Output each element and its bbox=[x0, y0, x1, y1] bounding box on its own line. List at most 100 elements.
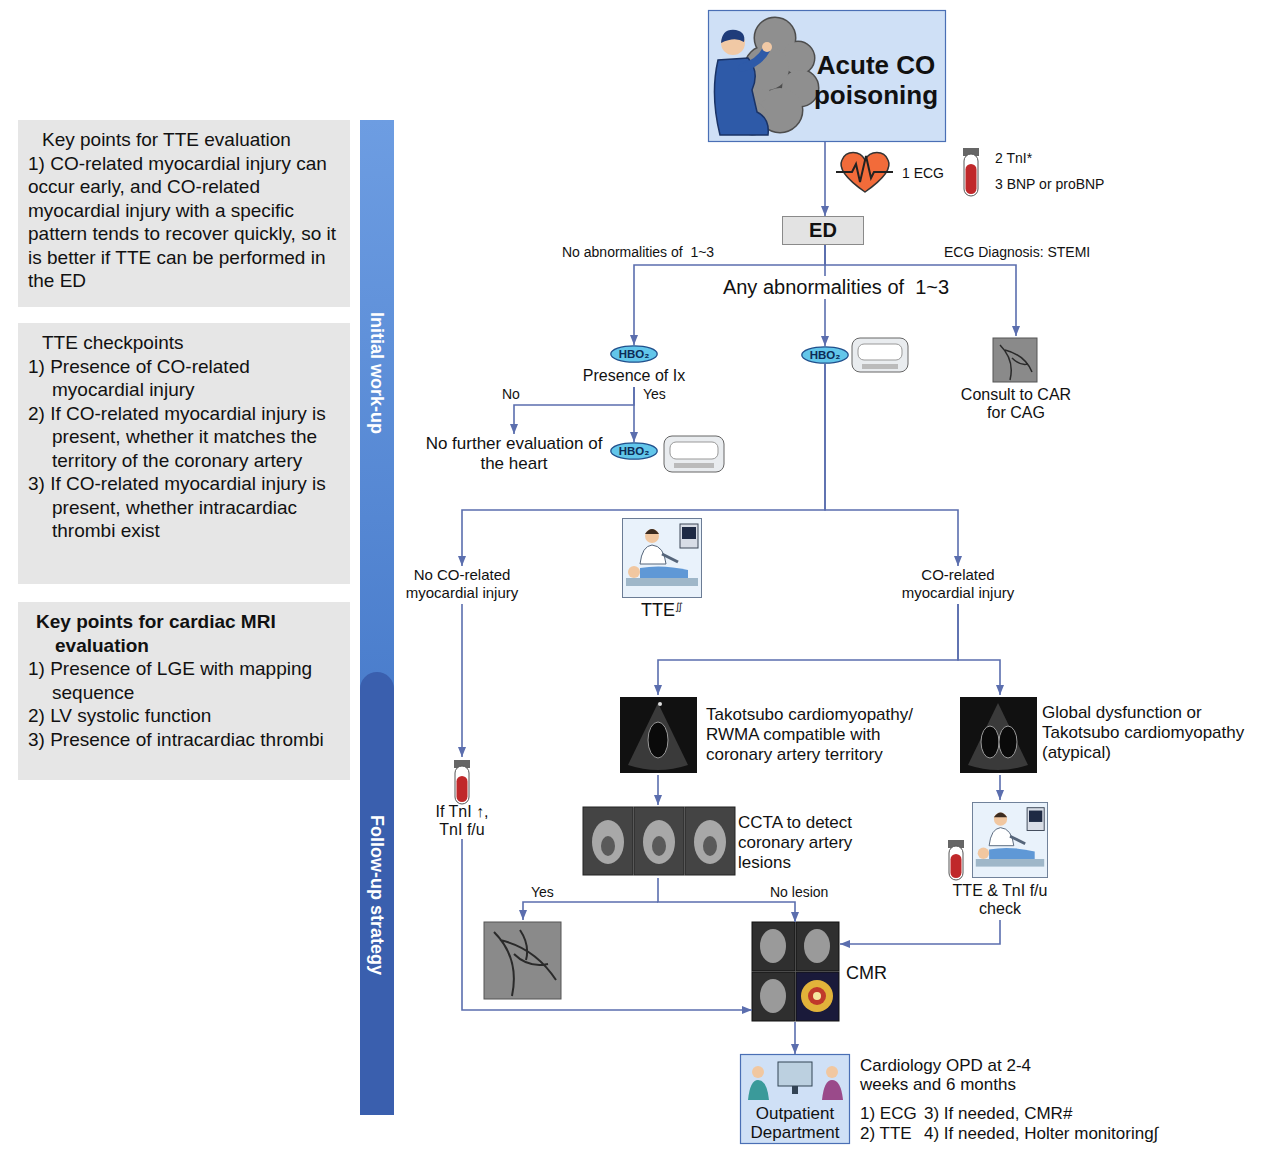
node-text: Key points for TTE evaluation bbox=[28, 128, 340, 152]
start-box: Acute CO poisoning bbox=[708, 10, 946, 142]
ecg-icon bbox=[836, 153, 893, 193]
cmr-image bbox=[752, 922, 795, 971]
cmr-image bbox=[760, 979, 786, 1013]
angiogram-image bbox=[484, 922, 561, 999]
key-points-panel: Key points for TTE evaluation1) CO-relat… bbox=[18, 120, 350, 307]
flow-arrow bbox=[794, 1022, 796, 1054]
cmr-image bbox=[752, 922, 839, 1021]
cmr-image bbox=[804, 929, 830, 963]
angiogram-image bbox=[484, 922, 561, 999]
echo-image bbox=[620, 697, 697, 773]
poisoned-person bbox=[721, 30, 744, 43]
test-node: TTE∬ bbox=[620, 518, 704, 620]
hbo2-oval: HBO₂ bbox=[801, 346, 849, 364]
branch-line bbox=[523, 902, 658, 920]
node-text: 3) If needed, CMR# bbox=[924, 1104, 1072, 1123]
key-points-panel: Key points for cardiac MRI evaluation1) … bbox=[18, 602, 350, 780]
echo-image bbox=[620, 697, 697, 773]
ccta-image bbox=[601, 836, 615, 856]
hyperbaric-chamber bbox=[664, 436, 724, 472]
node-text: 1) Presence of LGE with mapping sequence bbox=[28, 657, 340, 704]
hyperbaric-chamber bbox=[862, 364, 898, 369]
finding-node: Global dysfunction or Takotsubo cardiomy… bbox=[958, 695, 1263, 775]
node-text: CMR bbox=[846, 962, 887, 984]
note-label: Yes bbox=[529, 884, 556, 900]
outpatient-icon bbox=[778, 1062, 812, 1086]
outpatient-box-fill bbox=[741, 1055, 850, 1144]
node-text: No CO-related myocardial injury bbox=[400, 566, 524, 602]
node-text: No further evaluation of the heart bbox=[420, 434, 608, 474]
note-label: 2 TnI* bbox=[993, 150, 1034, 166]
outpatient-icon bbox=[792, 1086, 798, 1094]
flow-arrow bbox=[958, 604, 1000, 695]
node-text: Global dysfunction or Takotsubo cardiomy… bbox=[1042, 703, 1259, 763]
finding-node: Takotsubo cardiomyopathy/ RWMA compatibl… bbox=[618, 695, 921, 775]
blood-tube bbox=[964, 154, 978, 196]
node-text: 1) Presence of CO-related myocardial inj… bbox=[28, 355, 340, 402]
node-text: Takotsubo cardiomyopathy/ RWMA compatibl… bbox=[706, 705, 921, 765]
flow-arrow bbox=[514, 387, 634, 434]
flow-arrow bbox=[657, 775, 659, 805]
node-text: 2) TTE bbox=[860, 1124, 912, 1143]
outpatient-icon bbox=[752, 1066, 764, 1078]
node-text: Key points for cardiac MRI evaluation bbox=[28, 610, 340, 657]
ccta-image bbox=[583, 807, 735, 875]
blood-tube bbox=[951, 854, 962, 878]
node-text: 1) CO-related myocardial injury can occu… bbox=[28, 152, 340, 293]
phase-bar: Initial work-up bbox=[360, 120, 394, 700]
node-text: ∬ bbox=[675, 601, 683, 612]
poisoned-person bbox=[714, 30, 772, 135]
edge-label: Yes bbox=[641, 386, 668, 402]
angiogram-image bbox=[494, 930, 556, 996]
blood-tube bbox=[948, 840, 964, 880]
angiogram-image bbox=[993, 338, 1037, 382]
node-text: Follow-up strategy bbox=[366, 815, 388, 975]
outpatient-icon bbox=[748, 1080, 769, 1100]
hyperbaric-chamber bbox=[852, 338, 908, 372]
result-box: CO-related myocardial injury bbox=[896, 566, 1020, 604]
node-text: CCTA to detect coronary artery lesions bbox=[738, 813, 864, 873]
edge-label: No bbox=[500, 386, 522, 402]
ccta-image bbox=[643, 820, 675, 864]
hyperbaric-chamber bbox=[670, 442, 718, 459]
hyperbaric-chamber bbox=[664, 436, 724, 472]
node-text: HBO₂ bbox=[610, 442, 658, 460]
echo-image bbox=[960, 697, 1037, 773]
flow-arrow bbox=[658, 604, 958, 695]
hbo2-oval: HBO₂Presence of Ix bbox=[610, 345, 658, 363]
echo-image bbox=[648, 722, 668, 758]
node-text: 3) If CO-related myocardial injury is pr… bbox=[28, 472, 340, 543]
flow-arrow bbox=[840, 920, 1000, 944]
poisoned-person bbox=[762, 42, 772, 52]
ccta-image bbox=[685, 807, 735, 875]
process-box: ED bbox=[782, 216, 864, 245]
echo-image bbox=[658, 702, 662, 706]
echo-image bbox=[968, 703, 1028, 770]
hyperbaric-chamber bbox=[858, 344, 902, 360]
oval-shape bbox=[611, 346, 657, 362]
cmr-image bbox=[760, 929, 786, 963]
blood-tube bbox=[966, 164, 977, 194]
outpatient-icon bbox=[826, 1066, 838, 1078]
node-text: If TnI ↑, TnI f/u bbox=[424, 803, 500, 839]
node-text: ED bbox=[783, 217, 863, 244]
flow-arrow bbox=[633, 387, 635, 442]
ccta-image bbox=[652, 836, 666, 856]
end-text: No further evaluation of the heart bbox=[420, 434, 608, 478]
node-text: 1) ECG bbox=[860, 1104, 917, 1123]
node-text: TTE checkpoints bbox=[28, 331, 340, 355]
node-text: Cardiology OPD at 2-4 weeks and 6 months bbox=[860, 1056, 1070, 1094]
flow-arrow bbox=[999, 775, 1001, 800]
flow-arrow bbox=[461, 604, 463, 757]
ccta-image bbox=[703, 836, 717, 856]
node-text: 4) If needed, Holter monitoring∫ bbox=[924, 1124, 1158, 1143]
node-text: Outpatient Department bbox=[740, 1104, 850, 1142]
imaging-node: CCTA to detect coronary artery lesions bbox=[580, 805, 866, 878]
cmr-image bbox=[801, 980, 833, 1012]
flow-arrow bbox=[825, 364, 958, 566]
blood-tube bbox=[454, 760, 470, 804]
oval-shape bbox=[802, 347, 848, 363]
angiogram-image bbox=[993, 338, 1037, 382]
